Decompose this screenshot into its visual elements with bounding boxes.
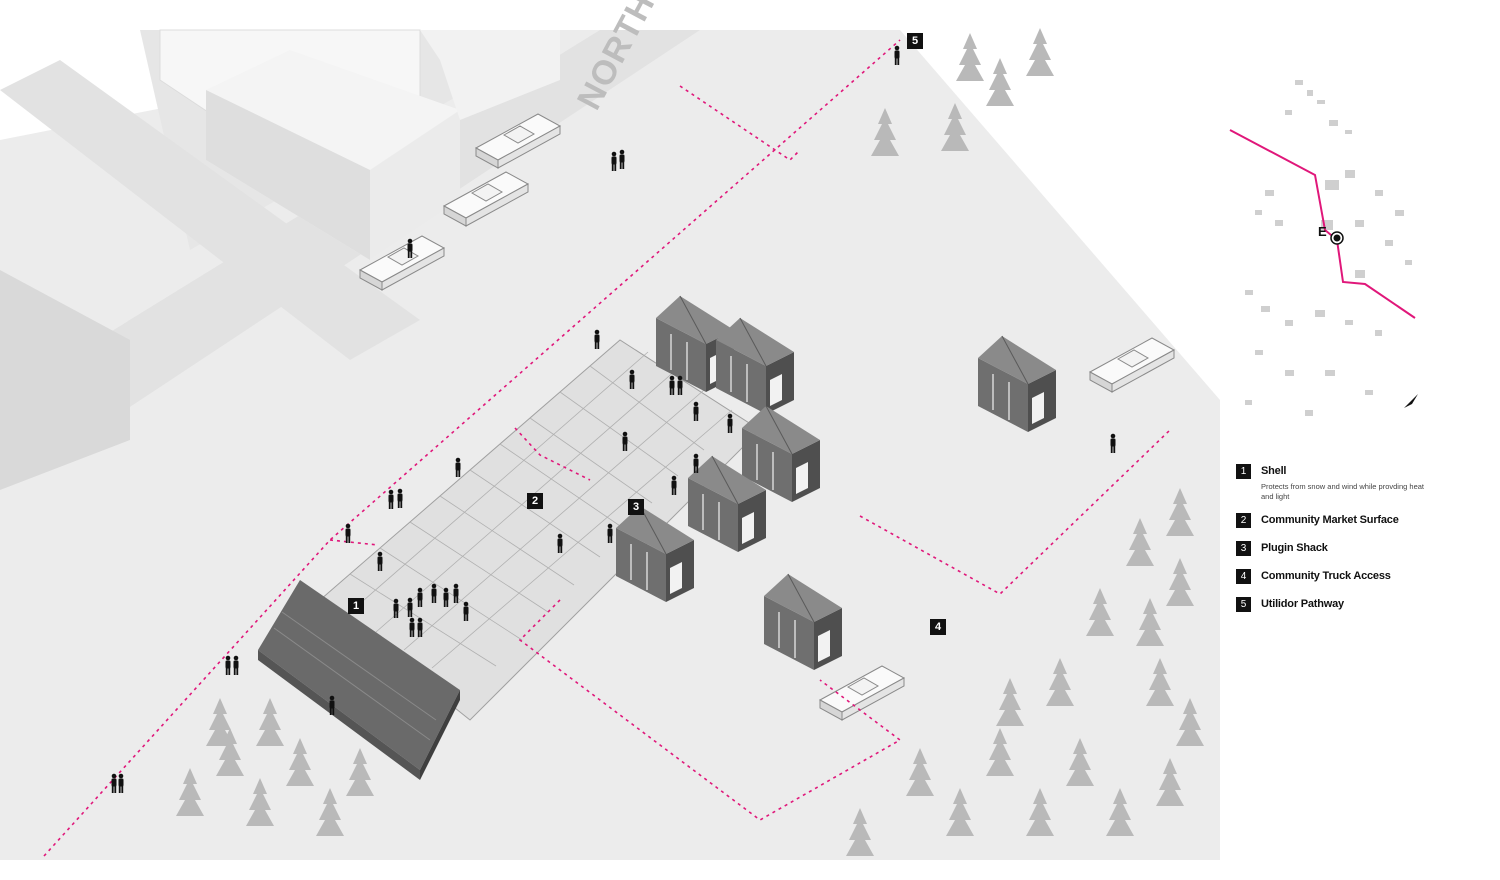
legend-number: 4 — [1236, 569, 1251, 584]
legend-title: Plugin Shack — [1261, 542, 1328, 554]
legend-item-shell: 1 Shell Protects from snow and wind whil… — [1236, 464, 1456, 501]
legend-item-truck-access: 4 Community Truck Access — [1236, 569, 1456, 585]
legend-item-utilidor-pathway: 5 Utilidor Pathway — [1236, 597, 1456, 613]
legend-item-market-surface: 2 Community Market Surface — [1236, 513, 1456, 529]
legend-title: Community Truck Access — [1261, 570, 1391, 582]
legend-title: Community Market Surface — [1261, 514, 1399, 526]
legend: 1 Shell Protects from snow and wind whil… — [1236, 464, 1456, 625]
legend-number: 5 — [1236, 597, 1251, 612]
location-map — [1229, 80, 1418, 416]
north-arrow-icon — [1404, 394, 1418, 408]
legend-number: 2 — [1236, 513, 1251, 528]
legend-item-plugin-shack: 3 Plugin Shack — [1236, 541, 1456, 557]
diagram-label-2: 2 — [527, 493, 543, 509]
location-marker-label: E — [1318, 224, 1327, 239]
legend-number: 1 — [1236, 464, 1251, 479]
diagram-label-4: 4 — [930, 619, 946, 635]
legend-description: Protects from snow and wind while provdi… — [1261, 482, 1425, 501]
diagram-label-1: 1 — [348, 598, 364, 614]
legend-title: Utilidor Pathway — [1261, 598, 1344, 610]
legend-title: Shell — [1261, 465, 1287, 477]
diagram-label-5: 5 — [907, 33, 923, 49]
diagram-label-3: 3 — [628, 499, 644, 515]
legend-number: 3 — [1236, 541, 1251, 556]
